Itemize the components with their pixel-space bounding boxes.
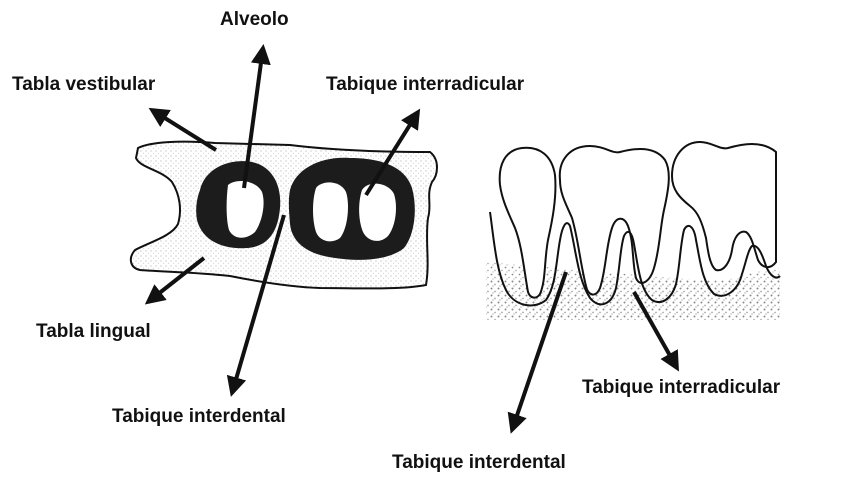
label-tabla-vestibular: Tabla vestibular xyxy=(12,75,155,94)
label-tabique-interdental-bottom: Tabique interdental xyxy=(392,453,566,472)
label-tabique-interradicular-top: Tabique interradicular xyxy=(326,75,524,94)
label-tabique-interdental-left: Tabique interdental xyxy=(112,407,286,426)
label-alveolo: Alveolo xyxy=(220,10,289,29)
label-tabla-lingual: Tabla lingual xyxy=(36,322,151,341)
label-tabique-interradicular-right: Tabique interradicular xyxy=(582,378,780,397)
socket-right-inner-a xyxy=(313,182,348,241)
